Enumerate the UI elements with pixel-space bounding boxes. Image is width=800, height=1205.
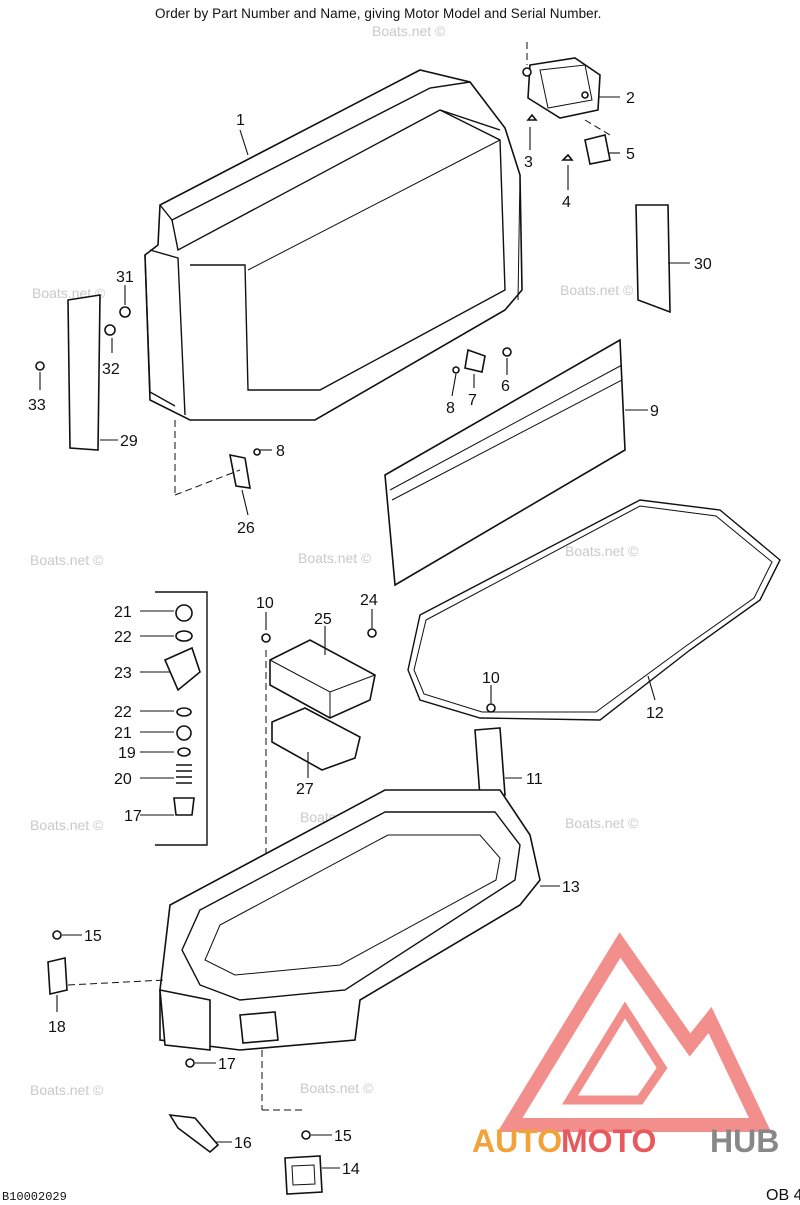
stack-frame: [155, 591, 208, 846]
callout-label: 10: [482, 670, 500, 687]
nut-icon: [119, 306, 131, 318]
page-code: OB 4: [766, 1187, 800, 1204]
callout-label: 33: [28, 397, 46, 414]
callout-label: 17: [218, 1056, 236, 1073]
callout-label: 24: [360, 592, 378, 609]
latch-plate: [584, 134, 611, 165]
watermark-text: Boats.net ©: [30, 552, 104, 568]
bushing-icon: [185, 1058, 195, 1068]
callout-label: 11: [526, 771, 543, 788]
leader-line: [239, 129, 249, 156]
callout-label: 3: [524, 154, 533, 171]
callout-label: 5: [626, 146, 635, 163]
callout-label: 2: [626, 90, 635, 107]
diagram-code: B10002029: [2, 1190, 67, 1204]
callout-labels: 1 2 3 4 5 30 31 32 33 29 6 7 8 9 8 26 21…: [28, 90, 712, 1178]
callout-label: 20: [114, 771, 132, 788]
leader-lines: [39, 96, 690, 1169]
watermark-text: Boats.net ©: [565, 815, 639, 831]
watermark-text: Boats.net ©: [298, 550, 372, 566]
callout-label: 26: [237, 520, 255, 537]
fastener-stack: [163, 604, 201, 816]
watermark-text: Boats.net ©: [560, 282, 634, 298]
callout-label: 8: [446, 400, 455, 417]
callout-label: 18: [48, 1019, 66, 1036]
lower-pan: [159, 789, 541, 1051]
screw-icon: [52, 930, 62, 940]
side-panel: [384, 338, 626, 587]
hinge-bracket: [452, 347, 512, 374]
watermark-text: Boats.net ©: [30, 817, 104, 833]
callout-label: 29: [120, 433, 138, 450]
callout-label: 21: [114, 725, 132, 742]
latch-handle: [284, 1155, 323, 1195]
engine-cover-hood: [144, 69, 523, 421]
callout-label: 4: [562, 194, 571, 211]
callout-label: 22: [114, 704, 132, 721]
order-instructions: Order by Part Number and Name, giving Mo…: [155, 6, 602, 21]
callout-label: 30: [694, 256, 712, 273]
watermark-text: Boats.net ©: [372, 23, 446, 39]
washer-icon: [104, 324, 116, 336]
callout-label: 21: [114, 604, 132, 621]
latch-bracket: [522, 57, 601, 119]
callout-label: 14: [342, 1161, 360, 1178]
watermark-text: Boats.net ©: [30, 1082, 104, 1098]
callout-label: 8: [276, 443, 285, 460]
callout-label: 17: [124, 808, 142, 825]
callout-label: 7: [468, 392, 477, 409]
side-trim-strip: [67, 294, 101, 451]
callout-label: 1: [236, 112, 245, 129]
callout-label: 15: [84, 928, 102, 945]
logo-text-moto: MOTO: [561, 1123, 656, 1159]
screw-icon: [261, 633, 271, 643]
callout-label: 31: [116, 269, 134, 286]
callout-label: 19: [118, 745, 136, 762]
callout-label: 10: [256, 595, 274, 612]
callout-label: 9: [650, 403, 659, 420]
release-lever: [168, 1114, 220, 1154]
callout-label: 27: [296, 781, 314, 798]
callout-label: 12: [646, 705, 664, 722]
screw-icon: [35, 361, 45, 371]
screw-icon: [526, 113, 574, 161]
callout-label: 6: [501, 378, 510, 395]
screw-icon: [301, 1130, 311, 1140]
logo-text-hub: HUB: [710, 1123, 779, 1159]
cover-seal: [407, 499, 781, 721]
latch-hook: [474, 727, 506, 798]
screw-icon: [486, 703, 496, 713]
foam-pad: [271, 707, 361, 771]
decal-panel: [635, 204, 671, 314]
watermark-text: Boats.net ©: [300, 1080, 374, 1096]
watermark-text: Boats.net ©: [565, 543, 639, 559]
automotohub-logo: AUTO MOTO HUB: [472, 932, 779, 1159]
callout-label: 22: [114, 629, 132, 646]
logo-text-auto: AUTO: [472, 1123, 562, 1159]
callout-label: 15: [334, 1128, 352, 1145]
screw-icon: [367, 628, 377, 638]
mount-bracket: [228, 448, 261, 489]
callout-label: 25: [314, 611, 332, 628]
callout-label: 32: [102, 361, 120, 378]
retaining-clip: [47, 957, 68, 995]
callout-label: 16: [234, 1135, 252, 1152]
callout-label: 13: [562, 879, 580, 896]
electrical-module: [269, 639, 376, 719]
callout-label: 23: [114, 665, 132, 682]
